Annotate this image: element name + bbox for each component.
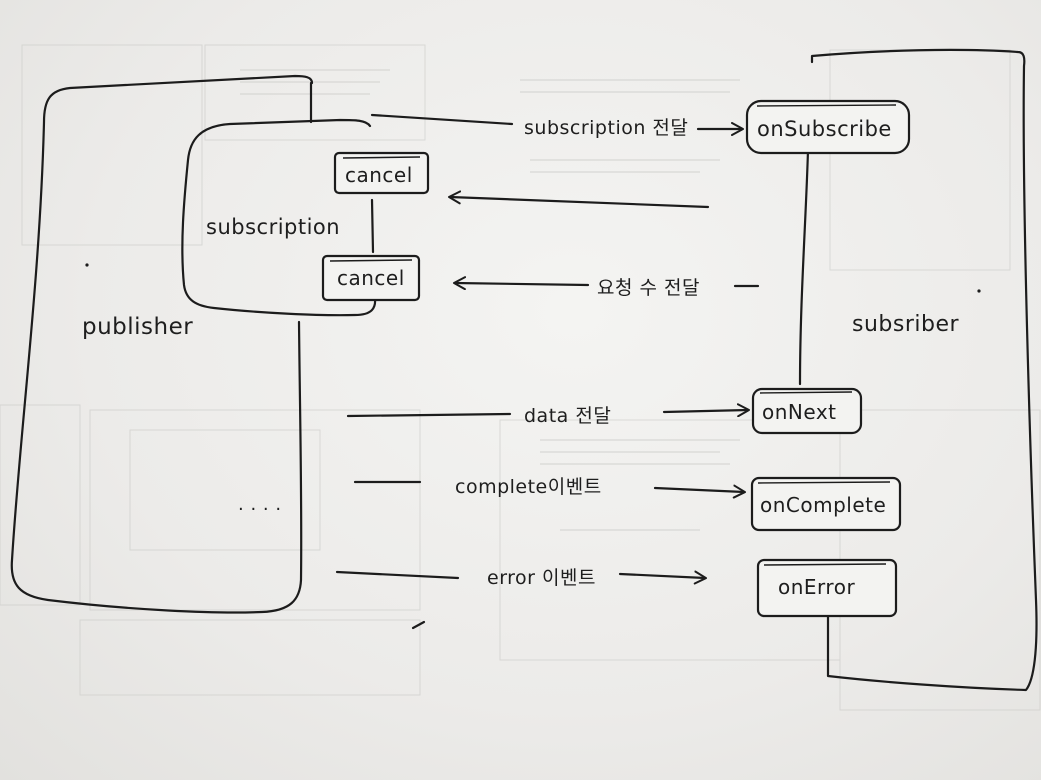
on-next-box: onNext: [751, 387, 863, 435]
cancel-bottom-label: cancel: [337, 266, 405, 290]
request-count-arrow: [453, 276, 590, 291]
error-event-label: error 이벤트: [487, 567, 596, 589]
data-pass-line: [346, 412, 512, 418]
subscription-pass-line: [370, 113, 514, 126]
data-pass-arrow: [662, 403, 750, 418]
on-error-box: onError: [756, 558, 898, 618]
subscriber-inner-line: [798, 148, 810, 386]
publisher-box: [10, 74, 314, 614]
cancel-bottom-button[interactable]: cancel: [321, 254, 421, 302]
subscriber-label: subsriber: [852, 312, 959, 337]
complete-event-arrow: [653, 484, 746, 499]
on-complete-label: onComplete: [760, 493, 886, 517]
stray-mark: [411, 620, 426, 630]
cancel-top-button[interactable]: cancel: [333, 151, 430, 195]
request-count-label: 요청 수 전달: [597, 277, 700, 299]
publisher-label: publisher: [82, 314, 193, 340]
on-subscribe-box: onSubscribe: [745, 99, 911, 155]
error-event-line: [335, 570, 460, 580]
subscriber-box: [810, 48, 1038, 692]
data-pass-label: data 전달: [524, 405, 611, 427]
dot-mark-right: [977, 289, 981, 293]
on-complete-box: onComplete: [750, 476, 902, 532]
complete-event-label: complete이벤트: [455, 476, 602, 498]
cancel-top-label: cancel: [345, 163, 413, 187]
on-subscribe-label: onSubscribe: [757, 117, 892, 141]
on-next-label: onNext: [762, 400, 837, 424]
subscription-box-right-edge: [370, 198, 375, 254]
ellipsis-annotation: . . . .: [238, 494, 282, 515]
subscription-label: subscription: [206, 215, 340, 239]
dot-mark: [85, 263, 89, 267]
to-cancel-top-arrow: [448, 190, 710, 209]
subscription-box: [181, 118, 377, 317]
on-error-label: onError: [778, 575, 855, 599]
error-event-arrow: [618, 570, 707, 585]
subscription-pass-label: subscription 전달: [524, 117, 688, 139]
